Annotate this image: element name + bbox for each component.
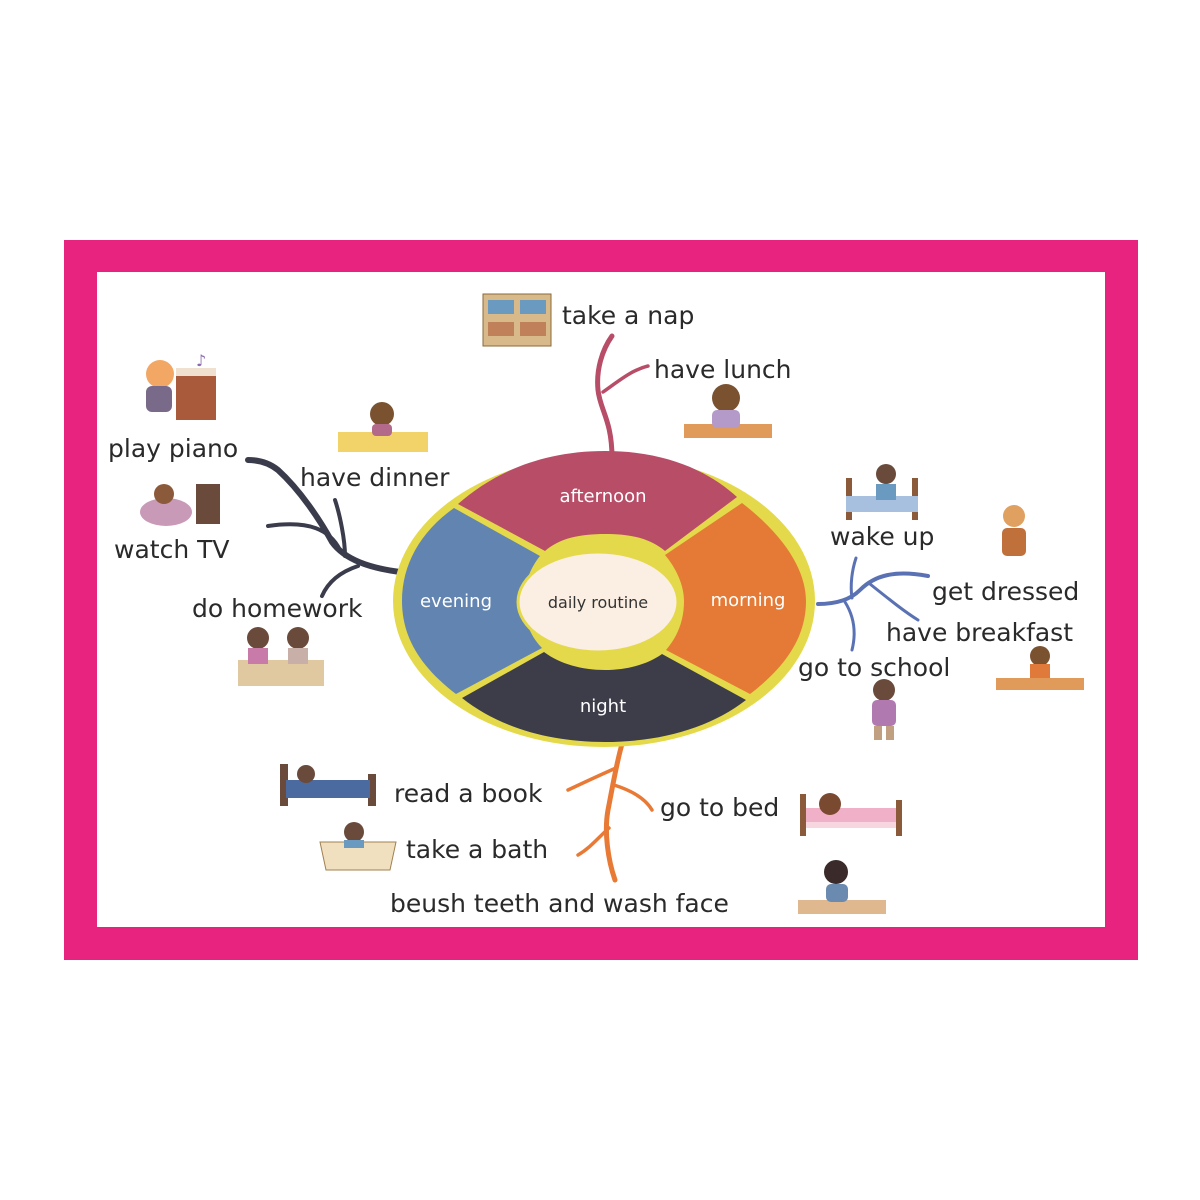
activity-get-dressed[interactable]: get dressed bbox=[932, 577, 1079, 606]
activity-take-a-bath[interactable]: take a bath bbox=[406, 835, 548, 864]
activity-have-lunch[interactable]: have lunch bbox=[654, 355, 792, 384]
brushing-icon bbox=[798, 860, 886, 914]
center-label: daily routine bbox=[548, 593, 648, 612]
activity-watch-tv[interactable]: watch TV bbox=[114, 535, 229, 564]
routine-wheel: daily routine afternoon morning night ev… bbox=[393, 451, 815, 747]
morning-branch-lines bbox=[816, 556, 930, 652]
activity-labels: take a nap have lunch play piano have di… bbox=[108, 301, 1079, 918]
tv-icon bbox=[140, 484, 220, 526]
svg-text:♪: ♪ bbox=[196, 351, 206, 370]
piano-icon: ♪ bbox=[146, 351, 216, 420]
segment-label-evening: evening bbox=[420, 591, 492, 612]
activity-do-homework[interactable]: do homework bbox=[192, 594, 363, 623]
activity-take-a-nap[interactable]: take a nap bbox=[562, 301, 694, 330]
activity-have-dinner[interactable]: have dinner bbox=[300, 463, 450, 492]
reading-bed-icon bbox=[280, 764, 376, 806]
segment-label-afternoon: afternoon bbox=[559, 486, 646, 507]
wake-up-icon bbox=[846, 464, 918, 520]
evening-branch-lines bbox=[245, 457, 403, 598]
segment-afternoon[interactable] bbox=[458, 451, 737, 551]
activity-have-breakfast[interactable]: have breakfast bbox=[886, 618, 1073, 647]
segment-morning[interactable] bbox=[665, 503, 806, 694]
bath-icon bbox=[319, 822, 397, 871]
dinner-icon bbox=[338, 402, 428, 452]
dressed-icon bbox=[1002, 505, 1026, 556]
segment-label-morning: morning bbox=[711, 590, 786, 611]
night-branch-lines bbox=[566, 741, 654, 883]
activity-read-a-book[interactable]: read a book bbox=[394, 779, 543, 808]
segment-evening[interactable] bbox=[402, 508, 542, 694]
segment-night[interactable] bbox=[462, 652, 746, 742]
afternoon-branch-lines bbox=[595, 333, 650, 461]
homework-icon bbox=[238, 627, 324, 686]
sleeping-bed-icon bbox=[800, 793, 902, 836]
nap-icon bbox=[482, 293, 552, 347]
school-icon bbox=[872, 679, 896, 740]
activity-play-piano[interactable]: play piano bbox=[108, 434, 238, 463]
activity-go-to-bed[interactable]: go to bed bbox=[660, 793, 779, 822]
activity-wake-up[interactable]: wake up bbox=[830, 522, 934, 551]
activity-brush-teeth[interactable]: beush teeth and wash face bbox=[390, 889, 729, 918]
segment-label-night: night bbox=[580, 696, 626, 717]
lunch-icon bbox=[684, 384, 772, 438]
center-node[interactable] bbox=[516, 550, 680, 654]
activity-go-to-school[interactable]: go to school bbox=[798, 653, 950, 682]
breakfast-icon bbox=[996, 646, 1084, 690]
